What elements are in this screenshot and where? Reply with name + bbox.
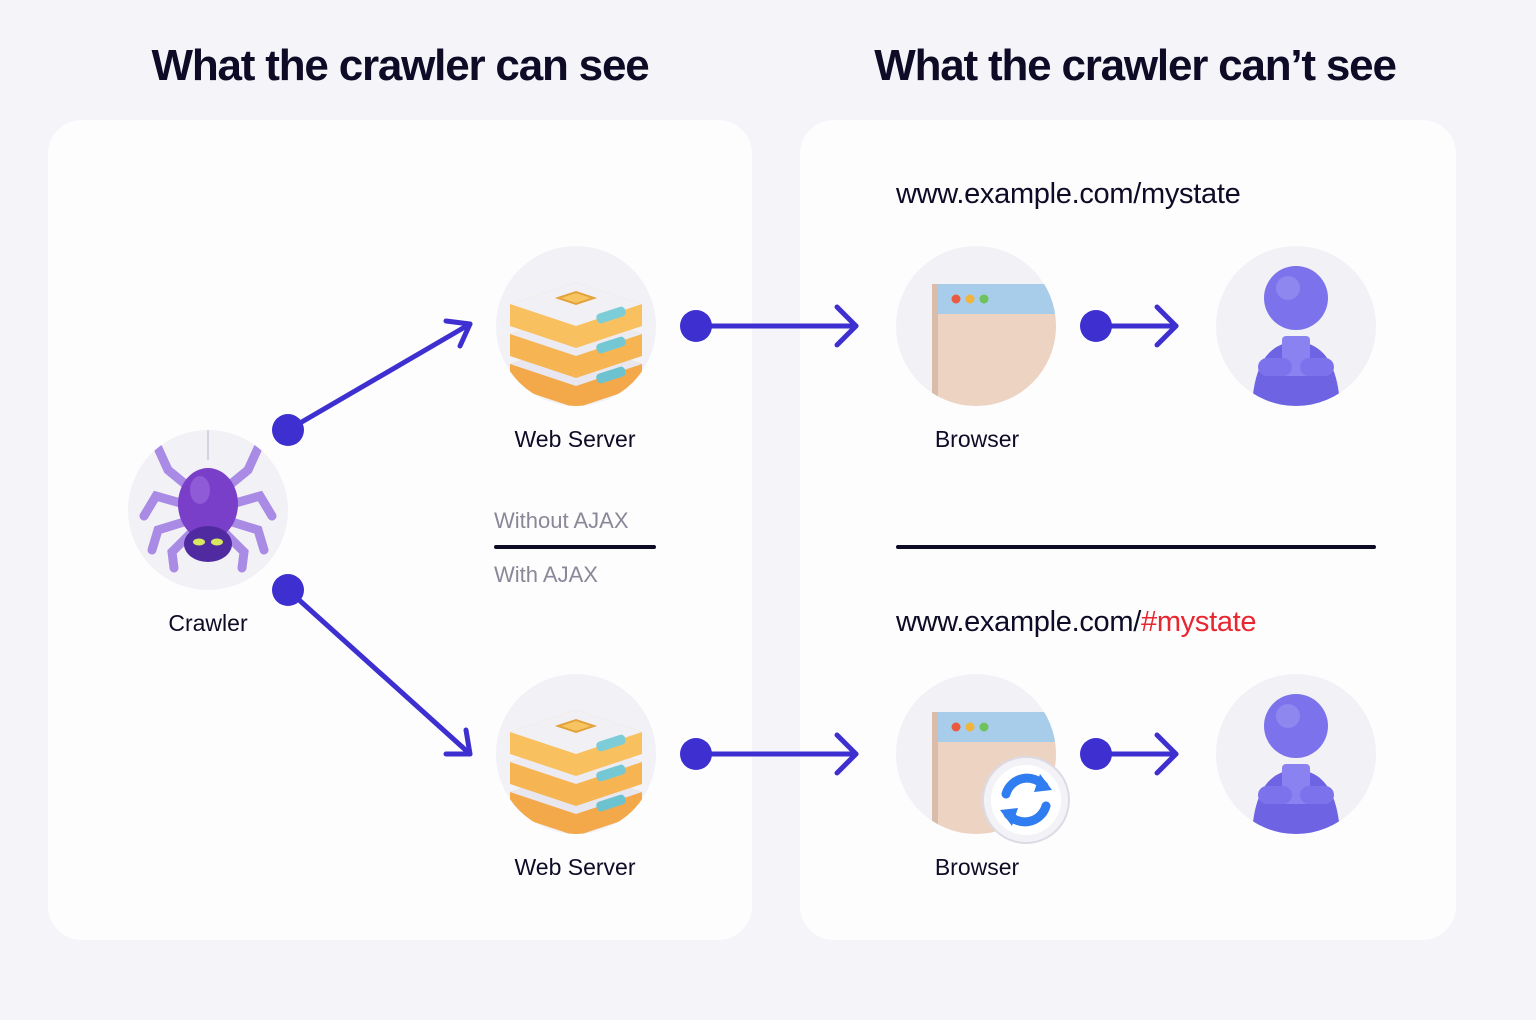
web-server-top-node: [496, 246, 656, 406]
spider-icon: [139, 430, 277, 573]
browser-bottom-label: Browser: [934, 854, 1020, 880]
arrow-head-browser-user-bottom: [1154, 732, 1179, 776]
arrow-crawler-to-server-top: [285, 321, 473, 433]
url-bottom: www.example.com/#mystate: [896, 606, 1257, 639]
connector-dot-server-bottom: [680, 738, 712, 770]
arrow-head-crawler-server-top: [443, 318, 473, 349]
user-bottom-node: [1216, 674, 1376, 834]
browser-top-node: [896, 246, 1056, 406]
browser-window-icon: [932, 284, 1056, 406]
refresh-icon: [982, 756, 1070, 844]
arrow-head-server-browser-top: [834, 304, 859, 348]
legend-without-ajax: Without AJAX: [494, 508, 629, 533]
user-top-node: [1216, 246, 1376, 406]
user-icon: [1252, 694, 1340, 834]
url-bottom-prefix: www.example.com/: [896, 606, 1141, 638]
scenario-divider: [896, 545, 1376, 549]
connector-dot-crawler-top: [272, 414, 304, 446]
arrow-head-crawler-server-bottom: [443, 727, 473, 757]
arrow-head-server-browser-bottom: [834, 732, 859, 776]
web-server-top-label: Web Server: [514, 426, 636, 452]
heading-crawler-can-see: What the crawler can see: [151, 41, 650, 90]
heading-crawler-cant-see: What the crawler can’t see: [874, 41, 1397, 90]
server-stack-icon: [510, 282, 642, 406]
url-top: www.example.com/mystate: [896, 178, 1241, 210]
url-bottom-hash: #mystate: [1141, 606, 1257, 638]
user-icon: [1252, 266, 1340, 406]
connector-dot-server-top: [680, 310, 712, 342]
browser-top-label: Browser: [934, 426, 1020, 452]
crawler-node: [128, 430, 288, 590]
legend-with-ajax: With AJAX: [494, 562, 598, 587]
connector-dot-crawler-bottom: [272, 574, 304, 606]
crawler-label: Crawler: [168, 610, 248, 636]
web-server-bottom-node: [496, 674, 656, 834]
arrow-crawler-to-server-bottom: [285, 587, 473, 757]
arrow-head-browser-user-top: [1154, 304, 1179, 348]
web-server-bottom-label: Web Server: [514, 854, 636, 880]
legend-divider: [494, 545, 656, 549]
server-stack-icon: [510, 710, 642, 834]
connector-dot-browser-bottom: [1080, 738, 1112, 770]
connector-dot-browser-top: [1080, 310, 1112, 342]
